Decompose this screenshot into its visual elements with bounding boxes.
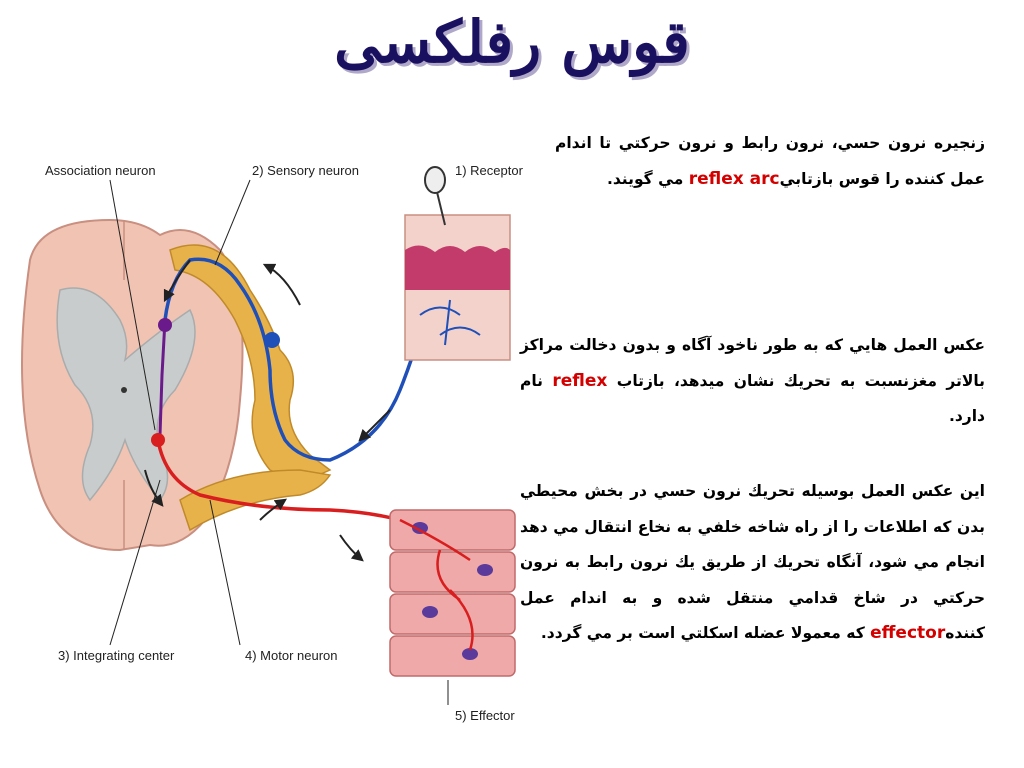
spinal-nerve (169, 244, 332, 532)
dorsal-root-ganglion (169, 244, 332, 479)
motor-cell-body (151, 433, 165, 447)
paragraph-reflex-arc: زنجيره نرون حسي، نرون رابط و نرون حركتي … (555, 126, 985, 197)
ventral-root (179, 469, 332, 532)
muscle-fiber-2 (389, 551, 516, 593)
leader-line (214, 179, 251, 266)
label-motor-neuron: 4) Motor neuron (245, 648, 338, 663)
spinal-cord (21, 218, 244, 552)
leader-line (109, 479, 161, 646)
muscle-fiber-4 (389, 635, 516, 677)
arrow-icon (339, 534, 364, 562)
association-neuron-path (158, 319, 167, 436)
label-integrating-center: 3) Integrating center (58, 648, 175, 663)
muscle-nucleus (462, 648, 478, 660)
sensory-cell-body (264, 332, 280, 348)
label-receptor: 1) Receptor (455, 163, 524, 178)
muscle-nucleus (477, 564, 493, 576)
central-canal (121, 387, 127, 393)
effector-muscle (389, 509, 516, 677)
arrow-icon (163, 259, 191, 303)
sensory-neuron-path (163, 257, 432, 462)
motor-neuron-path (156, 439, 401, 522)
paragraph-text: اين عكس العمل بوسيله تحريك نرون حسي در ب… (520, 482, 985, 642)
spinal-cord-gray-matter (56, 287, 196, 502)
arrow-icon (358, 409, 391, 442)
highlight-term: effector (870, 623, 946, 643)
muscle-nucleus (412, 522, 428, 534)
arrow-icon (262, 263, 301, 306)
label-sensory-neuron: 2) Sensory neuron (252, 163, 359, 178)
reflex-arc-diagram: Association neuron 2) Sensory neuron 1) … (0, 140, 540, 740)
highlight-term: reflex (552, 370, 608, 391)
receptor-skin (404, 166, 511, 361)
paragraph-text: عكس العمل هايي كه به طور ناخود آگاه و بد… (520, 336, 985, 390)
muscle-fiber-3 (389, 593, 516, 635)
label-effector: 5) Effector (455, 708, 515, 723)
paragraph-text: كه معمولا عضله اسكلتي است بر مي گردد. (540, 624, 871, 642)
motor-endings (399, 518, 474, 651)
highlight-term: reflex arc (688, 168, 780, 189)
arrow-icon (144, 469, 164, 507)
muscle-fiber-1 (389, 509, 516, 551)
paragraph-text: مي گويند. (606, 169, 689, 188)
muscle-nucleus (422, 606, 438, 618)
leader-line (109, 179, 156, 431)
skin-epidermis (405, 245, 510, 290)
leader-line (209, 499, 241, 646)
label-association-neuron: Association neuron (45, 163, 156, 178)
paragraph-text: زنجيره نرون حسي، نرون رابط و نرون حركتي … (555, 134, 985, 188)
paragraph-text: نام دارد. (520, 371, 985, 426)
association-cell-body (158, 318, 172, 332)
arrow-icon (259, 498, 287, 521)
paragraph-reflex: عكس العمل هايي كه به طور ناخود آگاه و بد… (520, 328, 985, 435)
receptor-pin (436, 191, 446, 226)
receptor-endings (419, 299, 481, 346)
diagram-svg: Association neuron 2) Sensory neuron 1) … (21, 163, 524, 723)
paragraph-mechanism: اين عكس العمل بوسيله تحريك نرون حسي در ب… (520, 474, 985, 652)
slide-title: قوس رفلکسی (334, 8, 690, 76)
receptor-pin-head (424, 166, 446, 194)
